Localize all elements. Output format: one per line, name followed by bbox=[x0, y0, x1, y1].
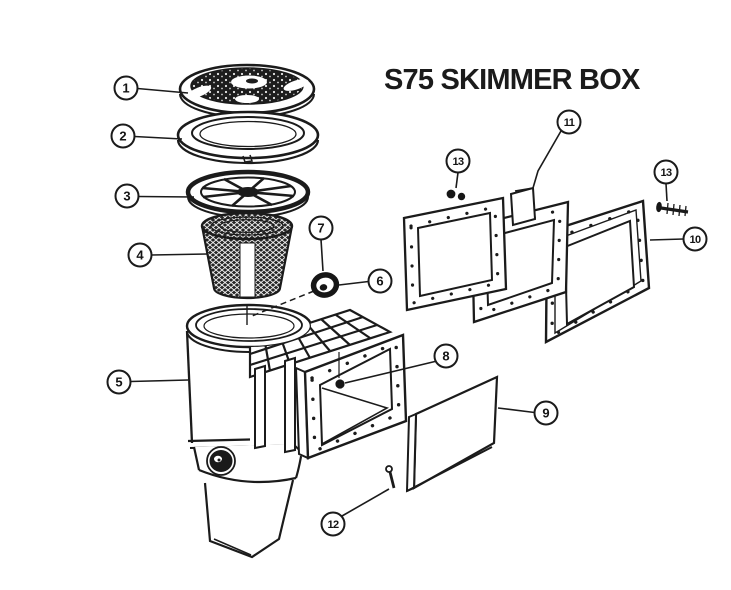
callout-5: 5 bbox=[106, 369, 189, 395]
part-faceplate bbox=[544, 199, 651, 344]
leader-line bbox=[514, 130, 562, 192]
leader-line bbox=[455, 172, 459, 189]
callout-circle bbox=[367, 268, 393, 294]
callout-number: 8 bbox=[442, 349, 449, 364]
callout-13-right: 13 bbox=[653, 159, 679, 202]
part-lid bbox=[178, 63, 316, 118]
callout-number: 10 bbox=[689, 234, 701, 246]
callout-number: 12 bbox=[327, 519, 339, 531]
callout-circle bbox=[533, 400, 559, 426]
leader-line bbox=[649, 238, 684, 241]
callout-circle bbox=[445, 148, 471, 174]
callout-number: 1 bbox=[122, 81, 129, 96]
callout-number: 3 bbox=[123, 189, 130, 204]
callout-circle bbox=[653, 159, 679, 185]
part-screw-right bbox=[656, 201, 689, 217]
leader-line bbox=[497, 407, 535, 414]
callout-1: 1 bbox=[113, 75, 189, 101]
throat-rib bbox=[284, 356, 296, 454]
leader-line bbox=[138, 195, 195, 198]
callout-circle bbox=[106, 369, 132, 395]
callout-number: 2 bbox=[119, 129, 126, 144]
part-grommet bbox=[251, 272, 340, 317]
callout-13-left: 13 bbox=[445, 148, 471, 189]
leader-line bbox=[137, 87, 189, 94]
callout-number: 11 bbox=[564, 117, 575, 129]
leader-line bbox=[134, 135, 183, 140]
part-throat bbox=[248, 308, 408, 460]
callout-9: 9 bbox=[497, 400, 559, 426]
leader-line bbox=[320, 239, 324, 272]
callout-circle bbox=[127, 242, 153, 268]
leader-line bbox=[341, 488, 390, 517]
callout-number: 4 bbox=[136, 248, 144, 263]
screw-8 bbox=[335, 379, 345, 389]
callout-7: 7 bbox=[308, 215, 334, 272]
callout-11: 11 bbox=[514, 109, 582, 192]
part-basket bbox=[200, 211, 294, 300]
callout-number: 6 bbox=[376, 274, 383, 289]
callout-10: 10 bbox=[649, 226, 708, 252]
callout-circle bbox=[114, 183, 140, 209]
diagram-title: S75 SKIMMER BOX bbox=[384, 64, 641, 96]
callout-number: 13 bbox=[660, 167, 672, 179]
callout-8: 8 bbox=[344, 343, 459, 384]
part-vacuum-plate bbox=[185, 169, 311, 218]
callout-circle bbox=[308, 215, 334, 241]
leader-line bbox=[151, 253, 208, 256]
callout-circle bbox=[682, 226, 708, 252]
callout-6: 6 bbox=[338, 268, 393, 294]
callout-12: 12 bbox=[320, 488, 390, 537]
callout-circle bbox=[556, 109, 582, 135]
part-hinge-pin bbox=[385, 465, 396, 489]
leader-line bbox=[665, 183, 668, 202]
callout-3: 3 bbox=[114, 183, 195, 209]
callout-circle bbox=[433, 343, 459, 369]
part-screw-left bbox=[446, 189, 466, 201]
callout-circle bbox=[113, 75, 139, 101]
callout-circle bbox=[110, 123, 136, 149]
callout-number: 9 bbox=[542, 406, 549, 421]
part-plate-front bbox=[402, 196, 508, 312]
callout-number: 5 bbox=[115, 375, 122, 390]
part-lock-ring bbox=[176, 110, 320, 165]
leader-line bbox=[344, 360, 438, 384]
drain-boss bbox=[206, 446, 236, 476]
callout-number: 13 bbox=[452, 156, 464, 168]
leader-line bbox=[338, 280, 369, 286]
throat-rib bbox=[254, 364, 266, 450]
part-weir-door bbox=[405, 375, 499, 493]
callout-number: 7 bbox=[317, 221, 324, 236]
callout-circle bbox=[320, 511, 346, 537]
callout-2: 2 bbox=[110, 123, 183, 149]
callout-4: 4 bbox=[127, 242, 208, 268]
part-gasket-tab bbox=[509, 186, 537, 227]
leader-line bbox=[130, 379, 189, 383]
